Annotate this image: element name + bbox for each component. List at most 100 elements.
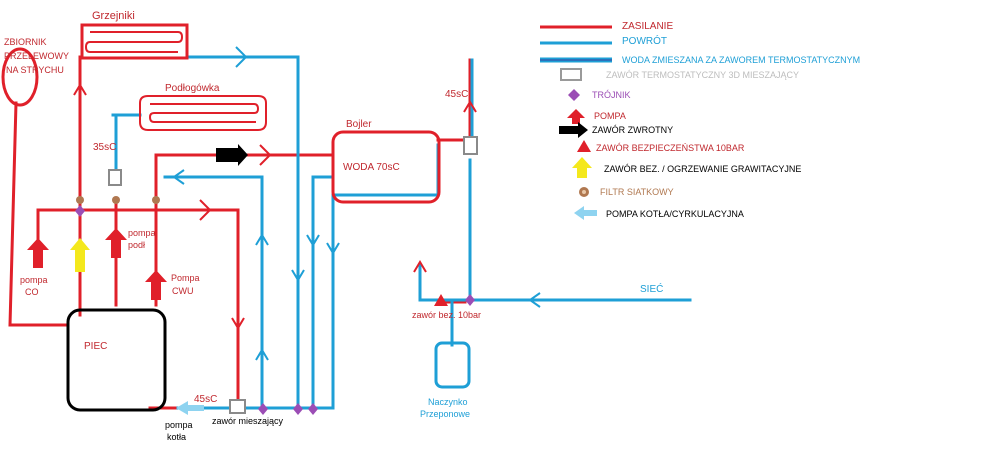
arrow-down-icon	[231, 317, 245, 330]
legend-label: ZAWÓR BEZPIECZEŃSTWA 10BAR	[596, 143, 745, 153]
pump-floor-icon	[105, 228, 127, 258]
dhw-mixing-valve-icon	[463, 136, 478, 155]
temp-mix-label: 45sC	[194, 394, 217, 405]
pump-cwu-riser	[154, 153, 335, 277]
expansion-tank-shape	[1, 47, 39, 107]
main-mixing-valve-icon	[229, 399, 246, 414]
filter-icon	[76, 196, 84, 204]
pump-floor-label-2: podł	[128, 240, 145, 250]
radiator-return	[186, 55, 300, 410]
radiators-label: Grzejniki	[92, 10, 135, 22]
pump-floor: pompa podł	[105, 228, 156, 258]
boiler-return-main	[311, 175, 335, 410]
legend-label: POWRÓT	[622, 34, 667, 47]
tee-icon	[258, 403, 268, 415]
legend-label: ZAWÓR BEZ. / OGRZEWANIE GRAWITACYJNE	[604, 164, 801, 174]
arrow-down-icon	[326, 242, 340, 255]
pump-cwu-label-2: CWU	[172, 286, 194, 296]
radiators: Grzejniki	[80, 10, 189, 60]
return-pipes	[111, 55, 692, 410]
temp-floor-label: 35sC	[93, 142, 116, 153]
legend-tee-icon	[568, 89, 580, 101]
floor-heating-coil	[139, 95, 267, 131]
flow-arrows	[73, 46, 541, 361]
mains-label: SIEĆ	[640, 282, 663, 295]
supply-pipes	[8, 55, 472, 410]
tee-icon	[465, 294, 475, 306]
legend-label: WODA ZMIESZANA ZA ZAWOREM TERMOSTATYCZNY…	[622, 55, 860, 65]
expansion-tank: ZBIORNIK PRZELEWOWY NA STRYCHU	[1, 37, 69, 107]
mixing-valve-label: zawór mieszający	[212, 416, 284, 426]
legend-boiler-pump-icon	[574, 206, 597, 220]
boiler-return-outer	[331, 143, 440, 410]
tee-icon	[75, 205, 85, 217]
tee-icon	[308, 403, 318, 415]
radiators-coil	[84, 31, 184, 53]
legend-label: POMPA	[594, 111, 626, 121]
legend-label: ZAWÓR ZWROTNY	[592, 125, 673, 135]
arrow-down-icon	[306, 234, 320, 247]
arrow-left-icon	[172, 169, 185, 185]
check-valve-icon	[216, 144, 248, 166]
floor-mixing-valve-icon	[108, 169, 122, 186]
legend-label: FILTR SIATKOWY	[600, 187, 674, 197]
pump-co-label-2: CO	[25, 287, 39, 297]
legend-label: ZAWÓR TERMOSTATYCZNY 3D MIESZAJĄCY	[606, 70, 799, 80]
floor-heating-label: Podłogówka	[165, 83, 220, 94]
mains-line	[418, 263, 692, 302]
legend-pump-icon	[567, 109, 585, 124]
furnace-box	[66, 308, 167, 412]
boiler-pump-label-1: pompa	[165, 420, 193, 430]
legend-label: ZASILANIE	[622, 21, 673, 32]
arrow-left-icon	[528, 292, 541, 308]
pump-co: pompa CO	[20, 238, 49, 297]
expansion-tank-label-3: NA STRYCHU	[6, 65, 64, 75]
arrow-right-icon	[199, 199, 212, 221]
safety-valve-icon	[434, 294, 448, 306]
legend-gravity-valve-icon	[572, 157, 592, 178]
pump-cwu-icon	[145, 270, 167, 300]
expansion-pipe	[8, 101, 70, 327]
pump-co-label-1: pompa	[20, 275, 48, 285]
legend-label: POMPA KOTŁA/CYRKULACYJNA	[606, 209, 744, 219]
floor-heating: Podłogówka	[139, 83, 267, 131]
floor-supply-mixed	[114, 113, 140, 170]
furnace: PIEC	[66, 308, 167, 412]
arrow-up-icon	[413, 260, 427, 273]
arrow-right-icon	[235, 46, 248, 68]
boiler-title: Bojler	[346, 119, 372, 130]
expansion-tank-label-1: ZBIORNIK	[4, 37, 47, 47]
arrow-right-icon	[259, 144, 272, 166]
filter-icon	[152, 196, 160, 204]
legend-check-valve-icon	[559, 122, 588, 138]
expansion-tank-label-2: PRZELEWOWY	[4, 51, 69, 61]
vessel-shape	[434, 341, 471, 389]
filter-icon	[112, 196, 120, 204]
tee-icon	[293, 403, 303, 415]
legend-valve-icon	[560, 68, 582, 81]
arrow-down-icon	[291, 269, 305, 282]
mixed-pipes	[114, 113, 140, 170]
pump-co-icon	[27, 238, 49, 268]
furnace-label: PIEC	[84, 341, 107, 352]
boiler-water: WODA 70sC	[343, 162, 400, 173]
legend-label: TRÓJNIK	[592, 90, 631, 100]
gravity-valve-icon	[70, 238, 90, 272]
diaphragm-vessel: Naczynko Przeponowe	[420, 341, 471, 419]
arrow-up-icon	[463, 100, 477, 113]
radiators-box	[80, 23, 189, 60]
boiler-pump-label-2: kotła	[167, 432, 186, 442]
boiler-return-top	[163, 175, 264, 410]
pump-cwu: Pompa CWU	[145, 270, 200, 300]
legend-filter-inner	[582, 190, 586, 194]
boiler-tank	[331, 130, 441, 204]
safety-valve-label: zawór bez. 10bar	[412, 310, 481, 320]
pump-floor-label-1: pompa	[128, 228, 156, 238]
boiler-pump-icon	[176, 401, 204, 415]
legend-safety-valve-icon	[577, 140, 591, 152]
pump-cwu-label-1: Pompa	[171, 273, 200, 283]
boiler: Bojler WODA 70sC	[331, 119, 441, 204]
arrow-up-icon	[73, 83, 87, 96]
arrow-up-icon	[255, 348, 269, 361]
